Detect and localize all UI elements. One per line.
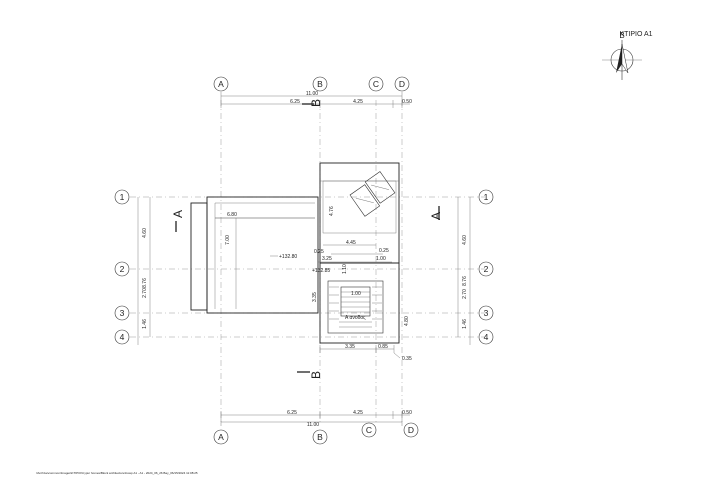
- dim-035: 0.35: [402, 356, 412, 362]
- dim-stair-100: 1.00: [351, 291, 361, 297]
- section-b-top: B: [309, 99, 323, 107]
- dim-left-3: 2.70: [142, 288, 148, 298]
- section-a-right: A: [429, 212, 443, 220]
- grid-col-d-top: D: [399, 79, 405, 89]
- grid-row-3-left: 3: [120, 308, 125, 318]
- dim-right-2: 8.76: [462, 276, 468, 286]
- dims-bottom: 6.25 4.25 0.50 11.00: [220, 410, 412, 428]
- building-label: ΚΤΙΡΙΟ Α1: [619, 31, 652, 38]
- dim-right-4: 1.46: [462, 319, 468, 329]
- dim-335: 3.35: [345, 344, 355, 350]
- dims-right: 4.60 8.76 2.70 1.46: [457, 197, 471, 345]
- grid-col-a-bottom: A: [218, 432, 224, 442]
- grid-col-c-bottom: C: [366, 425, 372, 435]
- dim-main-height: 7.00: [225, 235, 231, 245]
- dim-025a: 0.25: [314, 249, 324, 255]
- grid-col-b-bottom: B: [317, 432, 323, 442]
- north-arrow: Β: [602, 31, 642, 80]
- grid-row-2-left: 2: [120, 264, 125, 274]
- dim-upper-vertical: 4.76: [329, 206, 335, 216]
- dim-025b: 0.25: [379, 248, 389, 254]
- stair-bottom-dims: 3.35 0.85 0.35 0.25: [319, 248, 412, 362]
- grid-lines: [130, 100, 485, 425]
- grid-bubbles-left: 1 2 3 4: [114, 189, 130, 345]
- dim-right-3: 2.70: [462, 289, 468, 299]
- grid-row-2-right: 2: [484, 264, 489, 274]
- grid-row-1-right: 1: [484, 192, 489, 202]
- dim-110: 1.10: [342, 264, 348, 274]
- dim-100: 1.00: [376, 256, 386, 262]
- grid-col-c-top: C: [373, 79, 379, 89]
- grid-col-d-bottom: D: [408, 425, 414, 435]
- grid-col-a-top: A: [218, 79, 224, 89]
- grid-bubbles-bottom: A B C D: [213, 422, 419, 445]
- dim-bottom-seg3: 0.50: [402, 410, 412, 416]
- grid-col-b-top: B: [317, 79, 323, 89]
- grid-row-3-right: 3: [484, 308, 489, 318]
- section-b-bottom: B: [309, 371, 323, 379]
- dim-bottom-seg2: 4.25: [353, 410, 363, 416]
- grid-row-4-right: 4: [484, 332, 489, 342]
- dim-085: 0.85: [378, 344, 388, 350]
- dim-left-1: 4.60: [142, 228, 148, 238]
- main-roof-slab: 6.80 7.00 +132.80: [190, 196, 319, 314]
- dim-top-seg3: 0.50: [402, 99, 412, 105]
- level-marker-2: +132.85: [312, 268, 330, 274]
- grid-bubbles-right: 1 2 3 4: [478, 189, 494, 345]
- upper-service-block: 4.76 4.45 0.25: [314, 162, 400, 264]
- grid-row-4-left: 4: [120, 332, 125, 342]
- level-marker-1: +132.80: [279, 254, 297, 260]
- dims-top: 11.00 6.25 4.25 0.50: [220, 91, 412, 108]
- stair-label: Α ανοδος: [345, 315, 366, 321]
- footer-file-path: \\Archive\common\Images\ΚΤΙΡΙΟ\Cypur hom…: [36, 471, 198, 475]
- dim-bottom-total: 11.00: [307, 422, 319, 428]
- dim-right-1: 4.60: [462, 235, 468, 245]
- dims-left: 4.60 8.76 2.70 1.46: [137, 197, 151, 345]
- stair-core: 3.25 1.00 +132.85 1.10 1.00 Α ανοδος 3.3…: [312, 256, 410, 344]
- dim-top-total: 11.00: [306, 91, 318, 97]
- grid-row-1-left: 1: [120, 192, 125, 202]
- dim-top-seg1: 6.25: [290, 99, 300, 105]
- section-markers: A A B B: [171, 99, 443, 379]
- dim-top-seg2: 4.25: [353, 99, 363, 105]
- dim-upper-room: 4.45: [346, 240, 356, 246]
- dim-140: 4.80: [404, 316, 410, 326]
- section-a-left: A: [171, 210, 185, 218]
- dim-325: 3.25: [322, 256, 332, 262]
- dim-left-2: 8.76: [142, 278, 148, 288]
- dim-left-4: 1.46: [142, 319, 148, 329]
- grid-bubbles-top: A B C D: [213, 76, 410, 92]
- dim-main-width: 6.80: [227, 212, 237, 218]
- dim-335v: 3.35: [312, 292, 318, 302]
- north-letter: Β: [619, 31, 624, 40]
- dim-bottom-seg1: 6.25: [287, 410, 297, 416]
